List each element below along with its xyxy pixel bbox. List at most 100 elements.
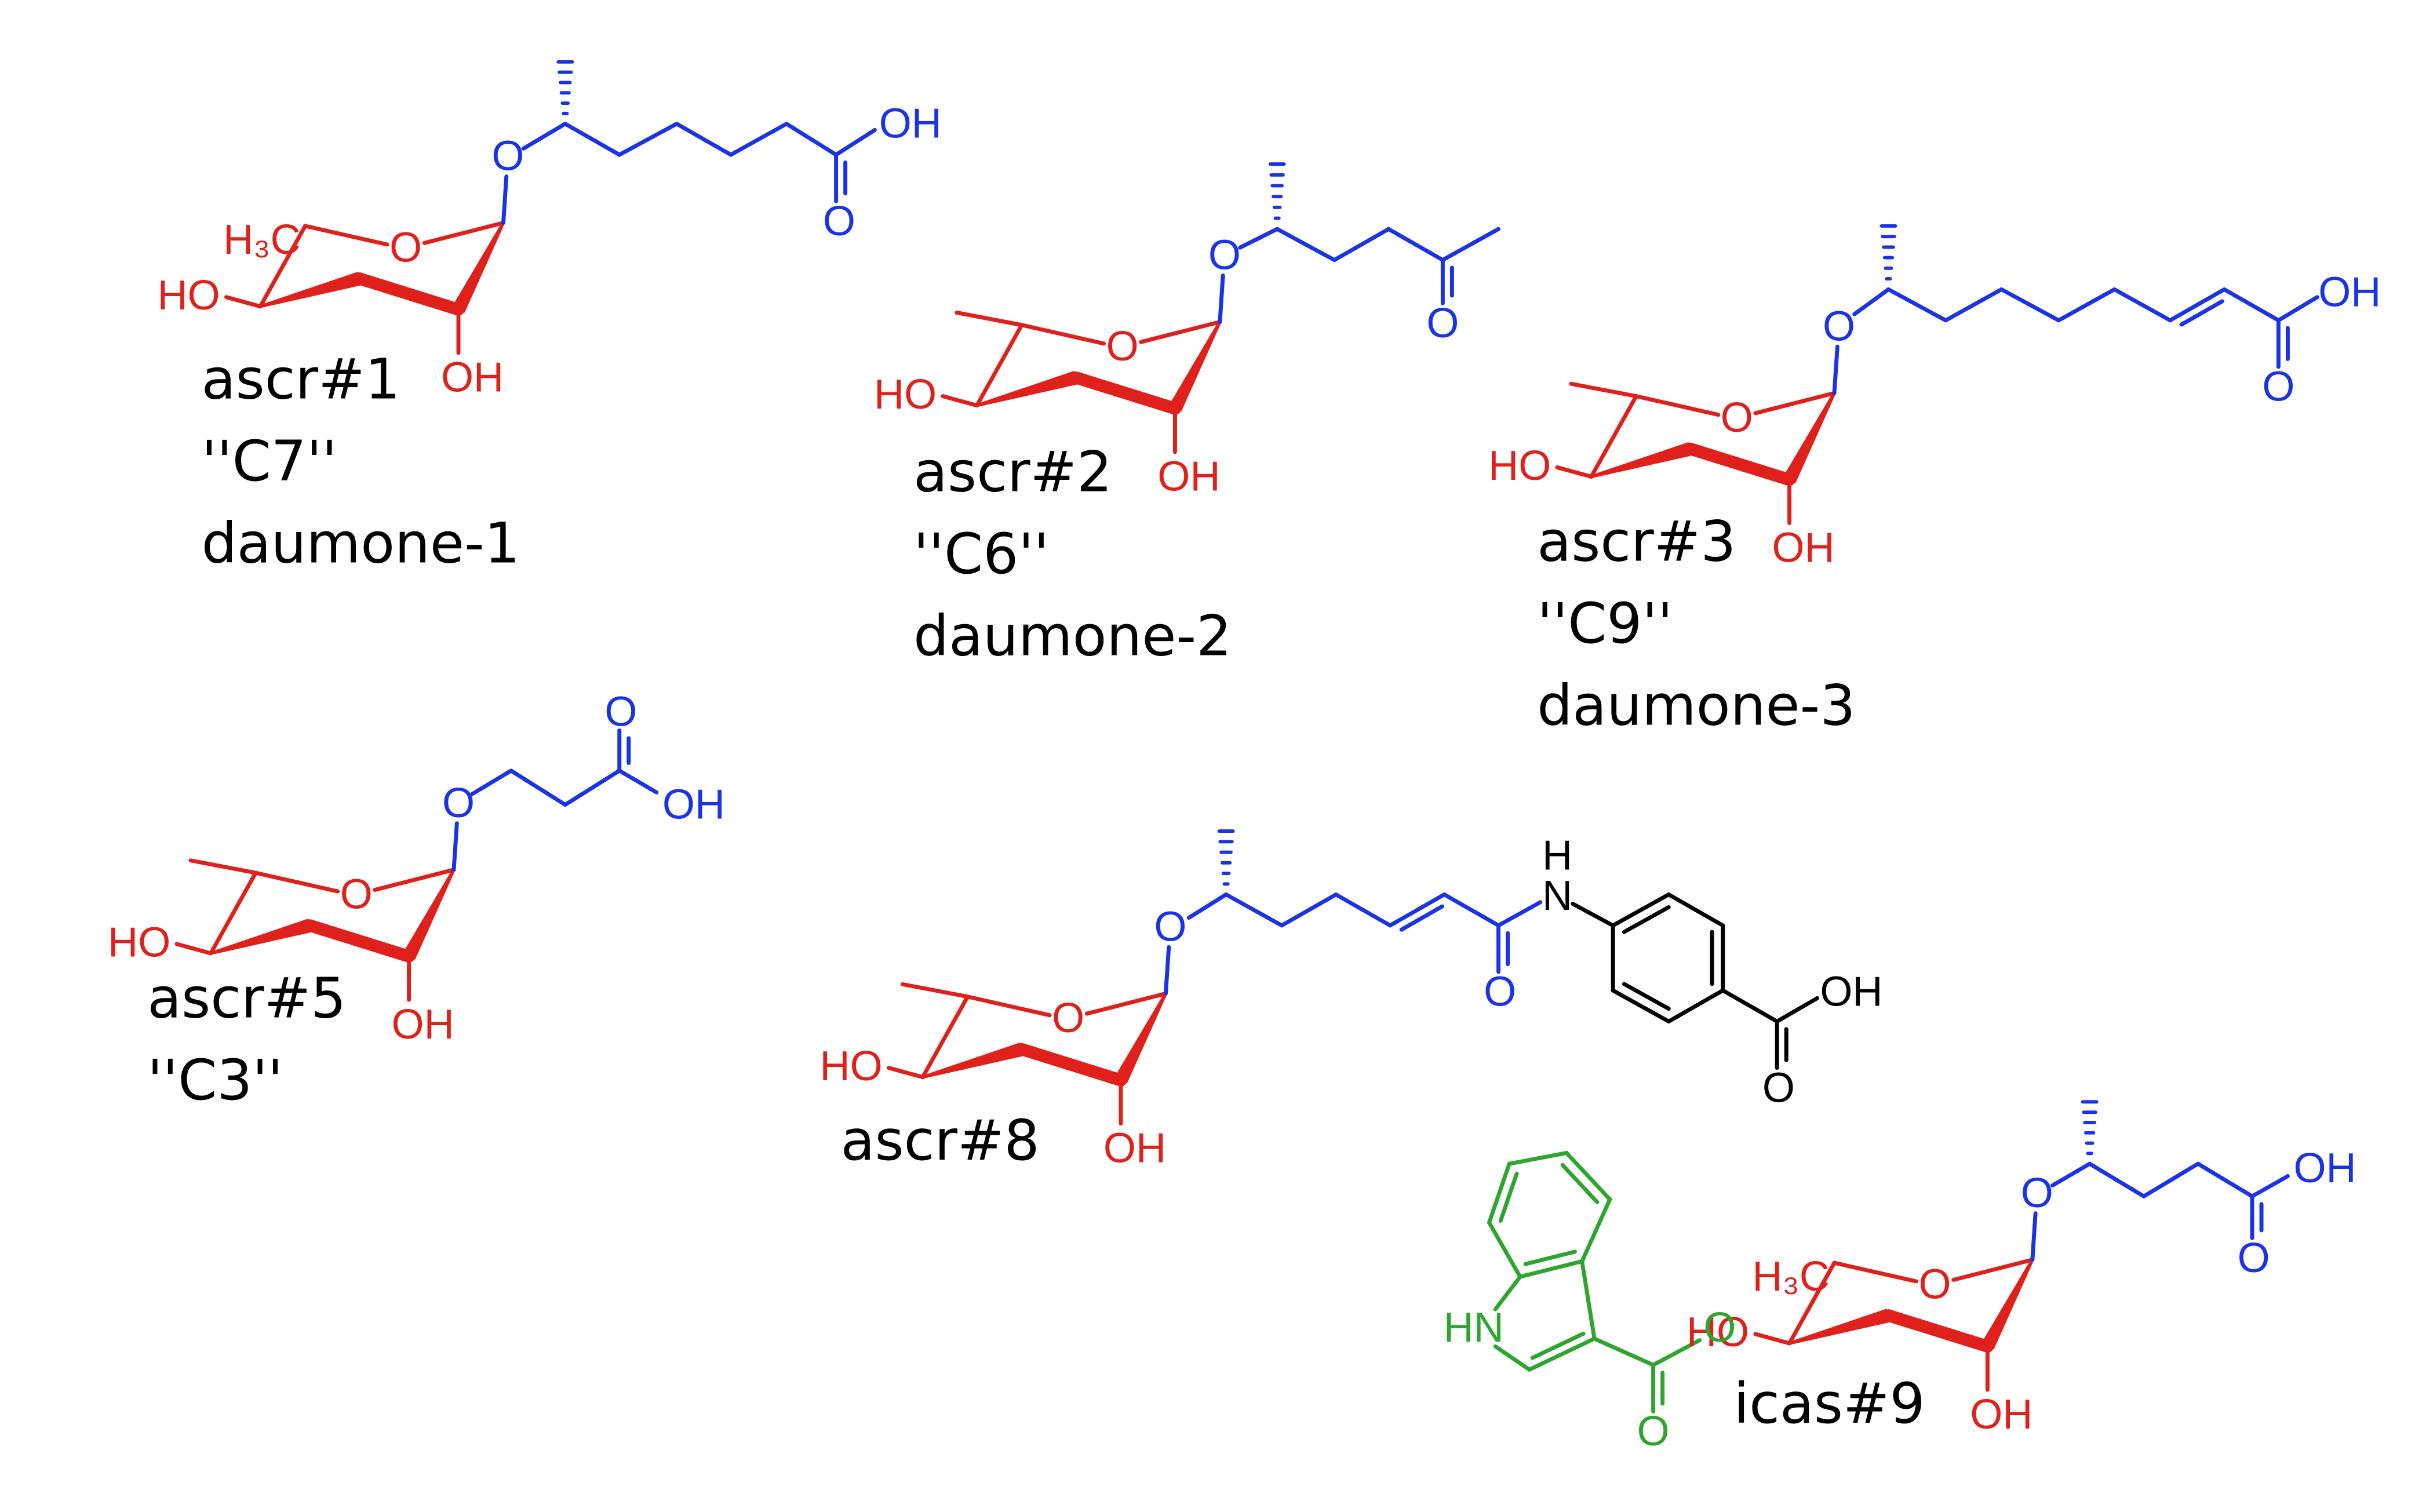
ring-wedge-bond — [1981, 1259, 2034, 1350]
ring-bond — [258, 224, 308, 309]
chain-bond — [509, 768, 567, 807]
single-bond — [2050, 1161, 2092, 1188]
compound-alias-label: ''C3'' — [147, 1048, 283, 1113]
single-bond — [1238, 227, 1280, 250]
compound-alias-label: ''C9'' — [1537, 591, 1673, 656]
ring-bond — [1084, 991, 1168, 1016]
ring-oxygen-label: O — [1106, 323, 1139, 370]
hydroxyl-bond — [224, 295, 263, 309]
compound-name-label: ascr#3 — [1537, 509, 1736, 574]
glycosidic-bond — [451, 821, 459, 872]
glycosidic-bond — [1163, 945, 1171, 996]
ring-bond — [422, 221, 505, 245]
hydroxyl-bond — [1753, 1332, 1792, 1346]
chain-bond — [563, 122, 622, 157]
ring-wedge-bond — [1114, 993, 1167, 1084]
ring-bold-bond — [1069, 371, 1182, 415]
ring-wedge-bond — [1789, 1309, 1891, 1345]
indole-pyrrole-double-bond — [1527, 1336, 1597, 1372]
chain-bond — [1332, 227, 1391, 263]
glycosidic-oxygen-label: O — [491, 133, 524, 180]
glycosidic-oxygen-label: O — [1823, 303, 1855, 349]
single-bond — [2250, 1174, 2290, 1198]
ring-wedge-bond — [1783, 392, 1836, 483]
hydroxyl-label: HO — [158, 272, 220, 319]
chain-bond — [728, 122, 789, 157]
glycosidic-oxygen-label: O — [2021, 1170, 2053, 1216]
indole-benzene-bond — [1487, 1161, 1511, 1225]
ring-oxygen-label: O — [1721, 395, 1753, 441]
ring-bond — [373, 868, 456, 892]
carboxyl-oh-label: OH — [879, 101, 942, 147]
indole-pyrrole-bond — [1493, 1274, 1522, 1311]
ring-wedge-bond — [452, 222, 505, 313]
ring-bond — [1951, 1258, 2035, 1282]
glycosidic-bond — [2030, 1211, 2038, 1262]
compound-name-label: icas#9 — [1733, 1371, 1925, 1436]
chain-bond — [2196, 1161, 2254, 1198]
hydroxyl-label: OH — [441, 355, 504, 401]
carboxyl-oh-label: OH — [2293, 1145, 2356, 1192]
benzene-bond — [1611, 988, 1671, 1023]
ring-wedge-bond — [976, 371, 1078, 407]
ring-bold-bond — [1684, 442, 1796, 486]
alkene-bond — [2179, 299, 2224, 327]
compound-alt-label: daumone-1 — [202, 511, 520, 575]
chain-bond — [2141, 1161, 2201, 1198]
ring-bond — [1139, 319, 1222, 344]
compound-alt-label: daumone-3 — [1537, 673, 1855, 738]
chain-bond — [1943, 287, 2004, 323]
single-bond — [2222, 287, 2281, 323]
ring-bold-bond — [303, 919, 416, 963]
hydroxyl-bond — [1555, 465, 1594, 479]
carbonyl-oxygen-label: O — [604, 688, 637, 735]
compound-name-label: ascr#8 — [841, 1108, 1040, 1173]
indole-pyrrole-bond — [1493, 1344, 1532, 1372]
single-bond — [1721, 988, 1779, 1023]
ring-wedge-bond — [922, 1042, 1024, 1079]
ring-oxygen-label: O — [340, 872, 373, 918]
chain-bond — [1440, 227, 1501, 263]
benzene-inner-bond — [1622, 905, 1671, 934]
methyl-bond — [955, 310, 1024, 327]
carboxyl-oh-label: OH — [662, 782, 725, 828]
indole-inner-bond — [1560, 1163, 1600, 1204]
ring-bold-bond — [1882, 1309, 1994, 1353]
glycosidic-oxygen-label: O — [1208, 232, 1241, 279]
hydroxyl-bond — [886, 1066, 925, 1080]
alkene-bond — [2168, 287, 2227, 323]
ring-wedge-bond — [1591, 442, 1692, 479]
ring-bond — [209, 870, 258, 956]
ring-oxygen-label: O — [1919, 1261, 1951, 1307]
indole-pyrrole-double-bond — [1530, 1331, 1586, 1360]
single-bond — [2276, 295, 2319, 323]
ring-bond — [303, 224, 389, 247]
ring-bold-bond — [353, 272, 465, 316]
hydroxyl-label: OH — [1103, 1125, 1166, 1171]
single-bond — [1186, 892, 1229, 920]
chain-bond — [617, 122, 679, 157]
benzene-inner-bond — [1622, 982, 1671, 1011]
hydroxyl-label: HO — [108, 919, 170, 966]
chain-bond — [1999, 287, 2061, 323]
chain-bond — [2088, 1161, 2146, 1198]
chain-bond — [1224, 892, 1284, 928]
hydroxyl-label: OH — [392, 1001, 454, 1048]
methyl-bond — [1569, 381, 1638, 399]
ester-carbonyl-oxygen-label: O — [1637, 1408, 1670, 1455]
chain-bond — [2112, 287, 2172, 323]
carbonyl-oxygen-label: O — [2262, 364, 2294, 410]
hydroxyl-label: HO — [874, 371, 937, 418]
ring-bond — [1019, 323, 1106, 346]
hydroxyl-label: OH — [1157, 453, 1220, 500]
alkene-bond — [1388, 892, 1447, 928]
compound-name-label: ascr#2 — [913, 439, 1112, 504]
glycosidic-bond — [501, 174, 509, 225]
glycosidic-bond — [1218, 273, 1225, 324]
ring-bond — [1589, 394, 1638, 479]
carboxyl-oh-label: OH — [1820, 969, 1882, 1015]
ring-bond — [1787, 1260, 1837, 1346]
carbonyl-oxygen-label: O — [2238, 1235, 2270, 1281]
chain-bond — [784, 122, 839, 157]
